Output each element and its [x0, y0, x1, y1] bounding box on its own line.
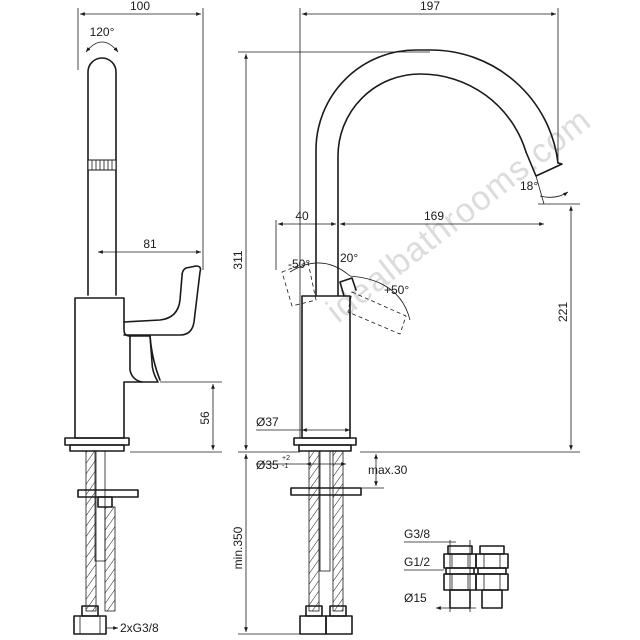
reach-label: 169: [424, 209, 444, 223]
front-base-plate: [293, 437, 357, 446]
angle-left-label: -50°: [288, 257, 310, 271]
compression-fitting-1: [443, 545, 477, 609]
thread-top-label: G3/8: [404, 527, 430, 541]
angle-mid-label: 20°: [340, 251, 358, 265]
height-label: 311: [231, 250, 245, 269]
offset-label: 40: [295, 209, 309, 223]
angle-arc-left: [289, 262, 351, 277]
pipe-dia-label: Ø15: [404, 591, 427, 605]
lever-handle: [123, 265, 202, 336]
spout-inner: [337, 73, 527, 296]
hole-dia-label: Ø35: [256, 458, 279, 472]
swivel-arc: [85, 41, 119, 53]
spout-angle-line: [535, 175, 545, 205]
hose-left: [85, 450, 97, 612]
swivel-label: 120°: [90, 25, 115, 39]
base-plate: [64, 437, 130, 446]
base-gasket: [69, 444, 125, 452]
front-hose-left: [308, 450, 320, 612]
lever-cartridge: [129, 335, 143, 383]
angle-arc-right: [349, 275, 411, 321]
deck-label: max.30: [368, 463, 408, 477]
aerator: [87, 159, 117, 171]
front-base-gasket: [298, 444, 352, 452]
thread-mid-label: G1/2: [404, 555, 430, 569]
front-hose-right: [332, 450, 344, 612]
dim-base-label: 56: [198, 411, 212, 425]
min-length-label: min.350: [231, 526, 245, 569]
connectors: G3/8 G1/2 Ø15: [404, 527, 509, 612]
lever-left-position: [281, 261, 317, 307]
body-dia-label: Ø37: [256, 415, 279, 429]
front-fixing-bracket: [290, 487, 362, 496]
hole-tol-lower: -1: [282, 463, 288, 470]
front-width-label: 197: [420, 0, 440, 13]
front-nut-right: [325, 615, 353, 635]
mixer-body: [74, 297, 159, 439]
hole-tol-upper: +2: [282, 455, 290, 462]
front-stud: [319, 450, 331, 572]
side-view: 100 120° 81 56: [64, 0, 222, 635]
compression-fitting-2: [475, 545, 509, 609]
front-nut-left: [299, 615, 327, 635]
hoses-label: 2xG3/8: [120, 621, 159, 635]
spout-angle-label: 18°: [520, 179, 538, 193]
spout-angle-arc: [539, 191, 569, 198]
fixing-stud: [94, 450, 106, 562]
lever-top: [339, 277, 357, 297]
spout-outer: [315, 49, 559, 296]
dim-width-label: 100: [130, 0, 150, 13]
front-view: 197 311 18° 221 40 169 -50° 20° +50°: [231, 0, 580, 635]
spout-tip: [525, 151, 563, 177]
hose-nut-left: [73, 615, 107, 635]
hose-right: [104, 506, 116, 612]
spout-pillar: [87, 57, 117, 296]
dim-lever-label: 81: [143, 237, 157, 251]
spout-height-label: 221: [556, 302, 570, 322]
angle-right-label: +50°: [384, 283, 409, 297]
